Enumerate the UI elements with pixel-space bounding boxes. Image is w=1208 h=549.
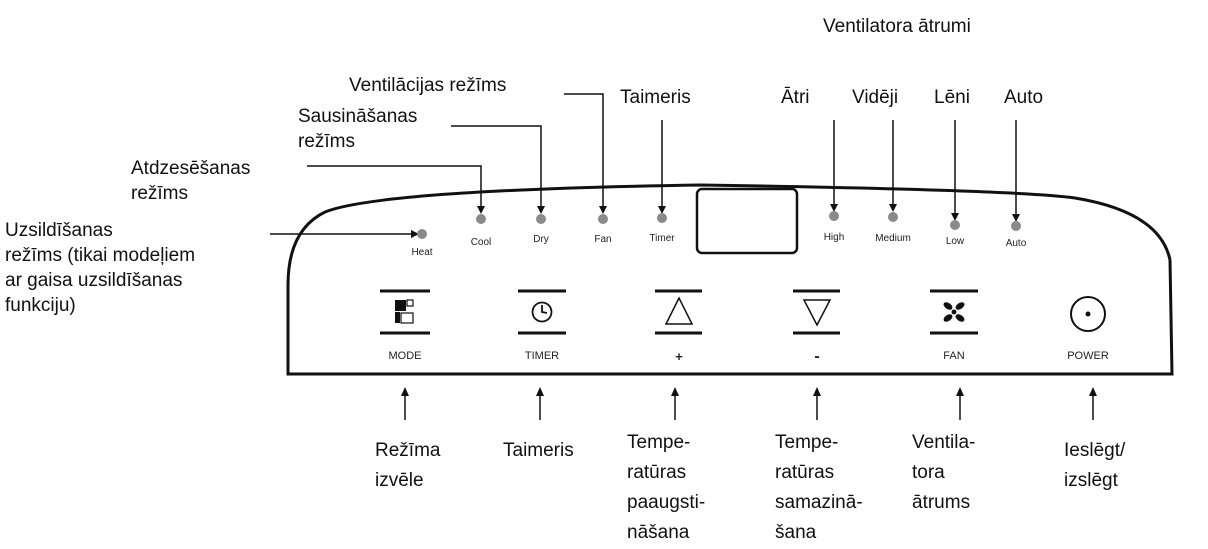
timer-indicator-text: Timer	[649, 233, 675, 244]
auto-indicator-text: Auto	[1006, 238, 1027, 249]
timer-button[interactable]: TIMER	[525, 301, 559, 363]
power-button[interactable]: POWER	[1067, 296, 1109, 362]
high-indicator-dot	[829, 211, 839, 221]
low-speed-label: Lēni	[934, 87, 970, 108]
fan-button-label-panel: FAN	[943, 350, 964, 362]
high-indicator-text: High	[824, 232, 845, 243]
temp-up-button[interactable]: +	[664, 296, 694, 364]
timer-indicator-label: Taimeris	[620, 87, 691, 108]
mode-button-label: MODE	[389, 350, 422, 362]
high-speed-label: Ātri	[781, 87, 810, 108]
fan-mode-label: Ventilācijas režīms	[349, 75, 507, 96]
timer-indicator-dot	[657, 213, 667, 223]
low-indicator-text: Low	[946, 236, 965, 247]
timer-button-label: Taimeris	[503, 440, 574, 461]
minus-label: -	[814, 348, 819, 365]
auto-speed-label: Auto	[1004, 87, 1044, 108]
timer-button-label-panel: TIMER	[525, 350, 559, 362]
fan-indicator-dot	[598, 214, 608, 224]
display-window	[695, 187, 799, 255]
power-button-label-panel: POWER	[1067, 350, 1109, 362]
medium-indicator-text: Medium	[875, 233, 911, 244]
cool-indicator-dot	[476, 214, 486, 224]
leader-arrowheads-top	[411, 204, 1020, 238]
mode-button[interactable]: MODE	[389, 299, 422, 362]
button-bars	[380, 289, 978, 335]
cool-indicator-text: Cool	[471, 237, 492, 248]
leader-lines-bottom	[404, 392, 1094, 420]
power-icon	[1070, 296, 1106, 332]
low-indicator-dot	[950, 220, 960, 230]
plus-label: +	[675, 349, 683, 364]
temp-up-label: Tempe- ratūras paaugsti- nāšana	[627, 432, 706, 543]
fan-speeds-title: Ventilatora ātrumi	[823, 16, 971, 37]
medium-speed-label: Vidēji	[852, 87, 899, 108]
medium-indicator-dot	[888, 212, 898, 222]
clock-icon	[531, 301, 553, 323]
down-triangle-icon	[802, 299, 832, 327]
control-panel-outline	[286, 183, 1174, 376]
leader-arrowheads-bottom	[401, 387, 1097, 396]
fan-speed-label: Ventila- tora ātrums	[912, 432, 976, 513]
mode-select-label: Režīma izvēle	[375, 440, 441, 491]
leader-lines-top	[270, 93, 1017, 235]
dry-indicator-text: Dry	[533, 234, 549, 245]
up-triangle-icon	[664, 296, 694, 325]
heat-indicator-text: Heat	[411, 247, 432, 258]
power-label: Ieslēgt/ izslēgt	[1064, 440, 1126, 491]
heat-mode-label: Uzsildīšanas režīms (tikai modeļiem ar g…	[5, 220, 196, 316]
indicator-dots	[417, 211, 1021, 239]
dry-indicator-dot	[536, 214, 546, 224]
temp-down-button[interactable]: -	[802, 299, 832, 365]
fan-indicator-text: Fan	[594, 234, 611, 245]
dry-mode-label: Sausināšanas režīms	[298, 106, 418, 152]
heat-indicator-dot	[417, 229, 427, 239]
cool-mode-label: Atdzesēšanas režīms	[131, 158, 251, 204]
temp-down-label: Tempe- ratūras samazinā- šana	[775, 432, 863, 543]
fan-button[interactable]: FAN	[942, 301, 966, 362]
auto-indicator-dot	[1011, 221, 1021, 231]
fan-icon	[943, 302, 965, 322]
mode-icon	[395, 299, 414, 324]
